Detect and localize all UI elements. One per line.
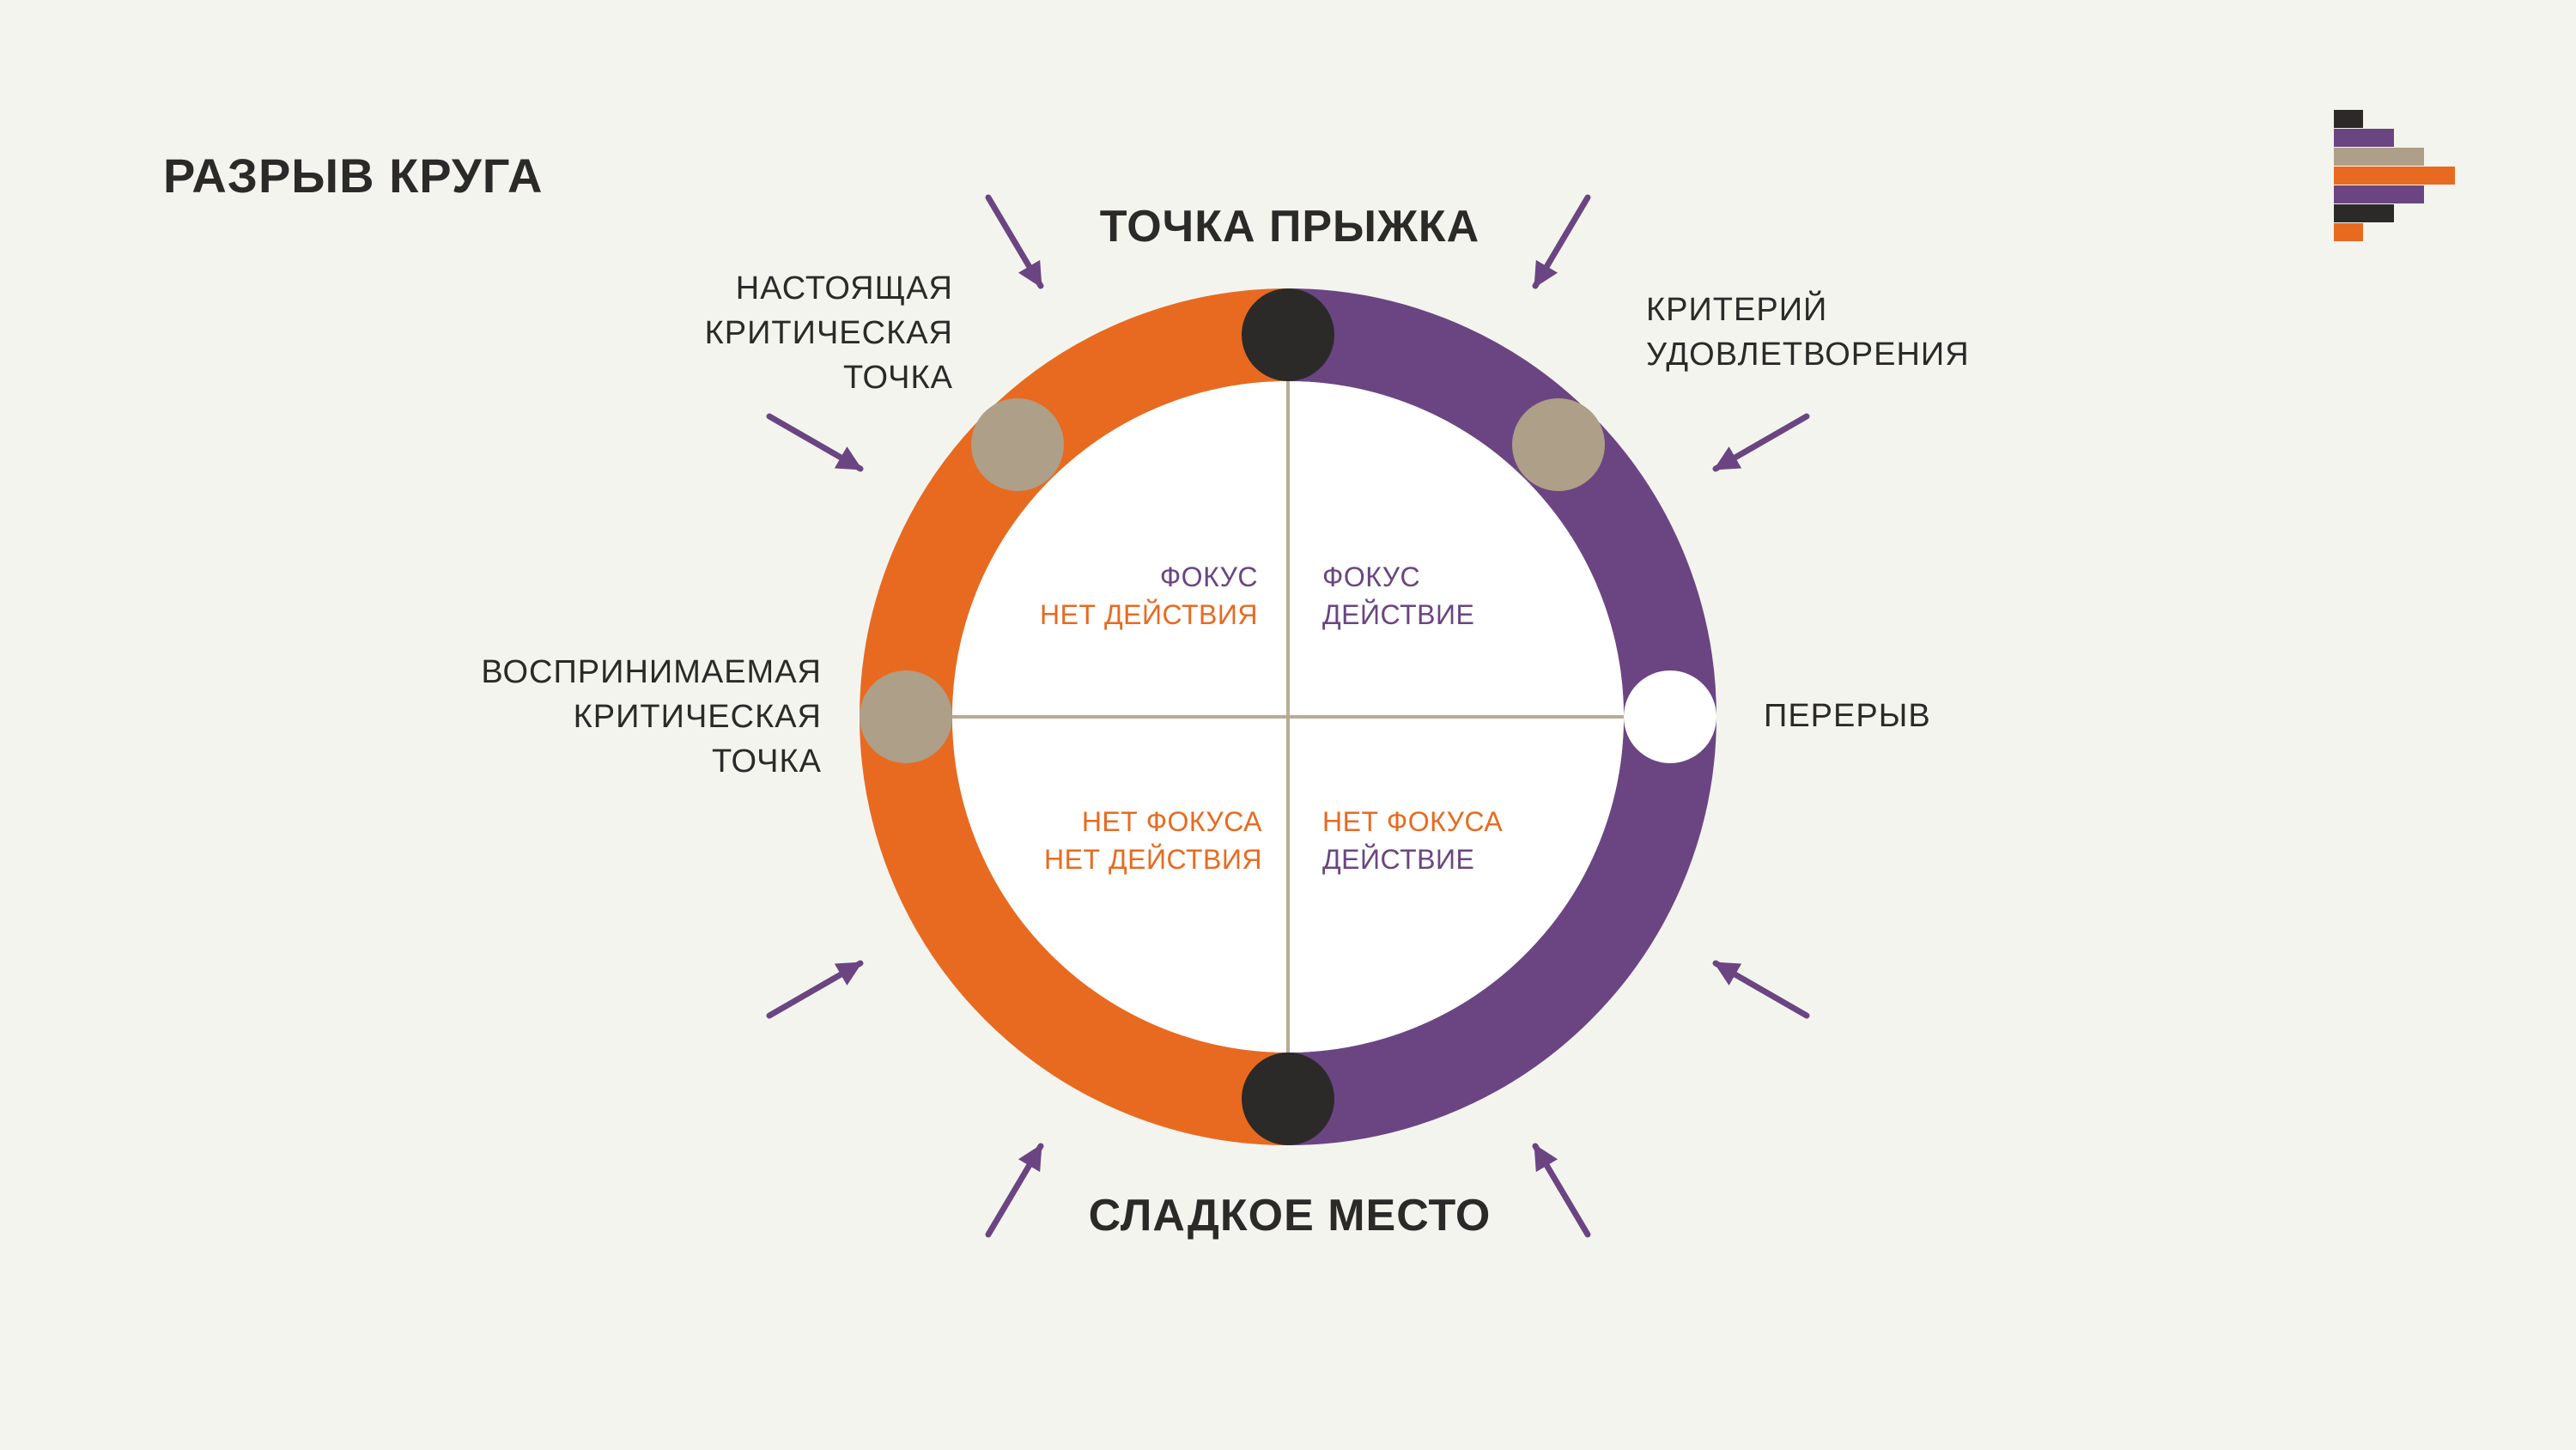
logo-bar-6 — [2334, 204, 2394, 222]
logo-bar-7 — [2334, 223, 2363, 241]
satisfaction-criterion-line-1: КРИТЕРИЙ — [1646, 292, 1828, 328]
break-marker — [1624, 670, 1716, 763]
satisfaction-criterion-marker — [1512, 398, 1605, 491]
arrow-upper-left — [766, 413, 864, 472]
real-critical-point-line-2: КРИТИЧЕСКАЯ — [704, 315, 953, 351]
satisfaction-criterion-line-2: УДОВЛЕТВОРЕНИЯ — [1646, 337, 1970, 373]
quadrant-bottom-right: НЕТ ФОКУСА ДЕЙСТВИЕ — [1322, 803, 1503, 878]
quadrant-bottom-left: НЕТ ФОКУСА НЕТ ДЕЙСТВИЯ — [1044, 803, 1262, 878]
real-critical-point-line-1: НАСТОЯЩАЯ — [735, 270, 953, 306]
real-critical-point-line-3: ТОЧКА — [842, 360, 953, 396]
quadrant-bottom-left-line-1: НЕТ ФОКУСА — [1081, 806, 1262, 837]
quadrant-bottom-right-line-1: НЕТ ФОКУСА — [1322, 806, 1504, 837]
quadrant-bottom-left-line-2: НЕТ ДЕЙСТВИЯ — [1044, 844, 1262, 875]
quadrant-bottom-right-line-2: ДЕЙСТВИЕ — [1322, 844, 1475, 875]
satisfaction-criterion-label: КРИТЕРИЙ УДОВЛЕТВОРЕНИЯ — [1646, 288, 1970, 377]
arrow-top-right — [1532, 194, 1591, 289]
logo-bar-4 — [2334, 167, 2455, 185]
arrow-bottom-left — [985, 1143, 1044, 1238]
arrow-upper-right — [1712, 413, 1810, 472]
quadrant-top-right-line-2: ДЕЙСТВИЕ — [1322, 599, 1475, 630]
logo-bar-1 — [2334, 110, 2363, 128]
page-title: РАЗРЫВ КРУГА — [163, 149, 544, 203]
quadrant-top-right: ФОКУС ДЕЙСТВИЕ — [1322, 558, 1474, 634]
arrow-lower-left — [766, 960, 864, 1019]
perceived-critical-point-label: ВОСПРИНИМАЕМАЯ КРИТИЧЕСКАЯ ТОЧКА — [481, 650, 822, 784]
arrow-top-left — [985, 194, 1044, 289]
quadrant-top-right-line-1: ФОКУС — [1322, 561, 1421, 592]
quadrant-top-left-line-2: НЕТ ДЕЙСТВИЯ — [1040, 599, 1258, 630]
break-label: ПЕРЕРЫВ — [1764, 698, 1931, 734]
logo-bar-5 — [2334, 185, 2424, 203]
perceived-critical-point-line-3: ТОЧКА — [711, 743, 822, 780]
brand-logo-icon — [2334, 110, 2456, 244]
arrow-lower-right — [1712, 960, 1810, 1019]
perceived-critical-point-line-1: ВОСПРИНИМАЕМАЯ — [481, 654, 822, 690]
logo-bar-3 — [2334, 148, 2424, 166]
perceived-critical-point-line-2: КРИТИЧЕСКАЯ — [573, 699, 822, 735]
jump-point-marker — [1242, 288, 1334, 381]
real-critical-point-marker — [971, 398, 1064, 491]
quadrant-top-left-line-1: ФОКУС — [1159, 561, 1258, 592]
jump-point-label: ТОЧКА ПРЫЖКА — [1099, 202, 1480, 252]
real-critical-point-label: НАСТОЯЩАЯ КРИТИЧЕСКАЯ ТОЧКА — [705, 266, 953, 400]
arrow-bottom-right — [1532, 1143, 1591, 1238]
logo-bar-2 — [2334, 129, 2394, 147]
quadrant-top-left: ФОКУС НЕТ ДЕЙСТВИЯ — [1040, 558, 1258, 634]
sweet-spot-label: СЛАДКОЕ МЕСТО — [1088, 1191, 1492, 1241]
perceived-critical-point-marker — [860, 670, 952, 763]
sweet-spot-marker — [1242, 1053, 1334, 1145]
